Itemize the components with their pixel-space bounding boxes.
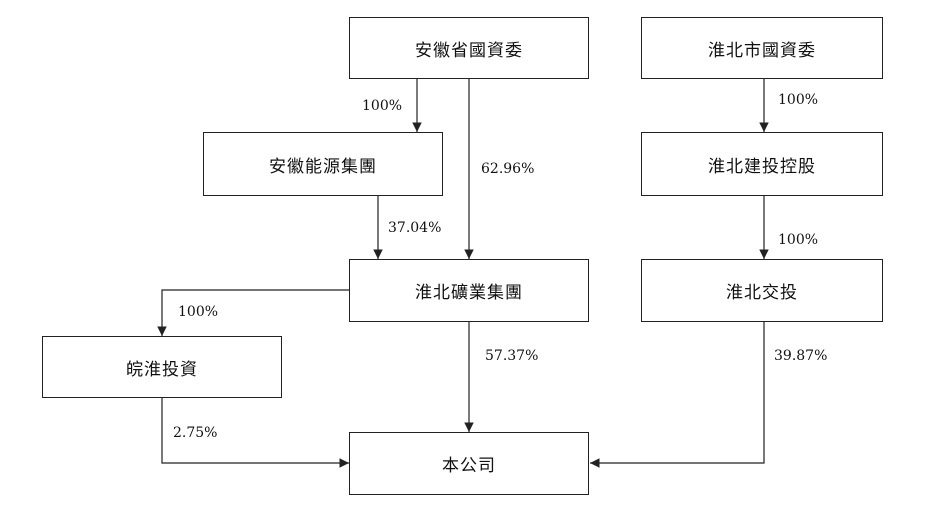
- pct-anhui-sasac-to-huaibei-mining: 62.96%: [481, 161, 535, 177]
- huaibei-transport-label: 淮北交投: [726, 283, 798, 303]
- pct-transport-to-company: 39.87%: [774, 348, 828, 364]
- anhui-energy-box: 安徽能源集團: [203, 132, 443, 196]
- huaibei-sasac-label: 淮北市國資委: [708, 40, 816, 61]
- pct-wanhuai-to-company: 2.75%: [173, 425, 218, 441]
- pct-anhui-energy-to-huaibei-mining: 37.04%: [388, 220, 442, 236]
- huaibei-mining-box: 淮北礦業集團: [349, 259, 589, 322]
- huaibei-transport-box: 淮北交投: [641, 259, 883, 322]
- anhui-sasac-label: 安徽省國資委: [415, 40, 523, 61]
- anhui-energy-label: 安徽能源集團: [269, 156, 377, 177]
- arrow-transport-to-company: [590, 322, 765, 468]
- wanhuai-investment-label: 皖淮投資: [126, 359, 198, 380]
- huaibei-mining-label: 淮北礦業集團: [415, 283, 523, 303]
- pct-huaibei-sasac-to-construction: 100%: [778, 92, 819, 108]
- huaibei-construction-label: 淮北建投控股: [708, 156, 816, 177]
- wanhuai-investment-box: 皖淮投資: [42, 336, 282, 398]
- company-box: 本公司: [349, 432, 589, 495]
- huaibei-sasac-box: 淮北市國資委: [641, 17, 883, 79]
- anhui-sasac-box: 安徽省國資委: [349, 17, 589, 79]
- pct-construction-to-transport: 100%: [778, 232, 819, 248]
- company-label: 本公司: [442, 456, 496, 476]
- arrow-huaibei-mining-to-wanhuai: [157, 289, 349, 336]
- pct-anhui-sasac-to-anhui-energy: 100%: [362, 98, 403, 114]
- pct-huaibei-mining-to-wanhuai: 100%: [178, 304, 219, 320]
- pct-huaibei-mining-to-company: 57.37%: [485, 348, 539, 364]
- arrow-wanhuai-to-company: [161, 398, 349, 468]
- huaibei-construction-box: 淮北建投控股: [641, 132, 883, 196]
